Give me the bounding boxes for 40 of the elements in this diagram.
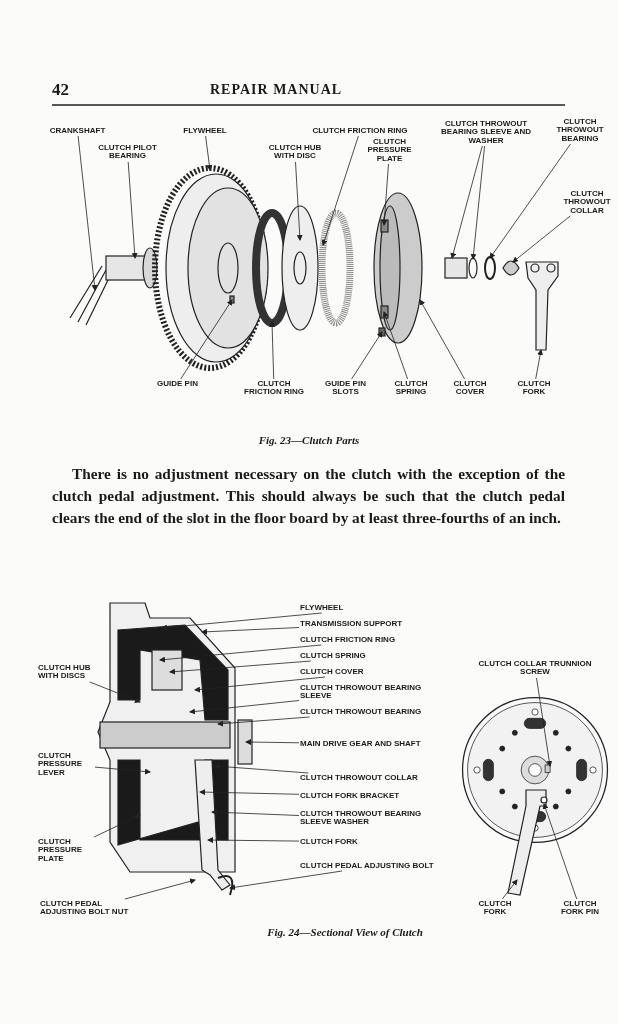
part-label: CLUTCH FORK xyxy=(510,380,558,397)
part-label: CLUTCH THROWOUT BEARING xyxy=(550,118,610,144)
part-label: CLUTCH THROWOUT BEARING SLEEVE AND WASHER xyxy=(430,120,542,146)
part-label: CLUTCH FRICTION RING xyxy=(300,636,450,645)
part-label: TRANSMISSION SUPPORT xyxy=(300,620,450,629)
part-label: CRANKSHAFT xyxy=(40,127,115,136)
part-label: CLUTCH THROWOUT COLLAR xyxy=(300,774,450,783)
part-label: CLUTCH HUB WITH DISC xyxy=(262,144,328,161)
figure-caption: Fig. 23—Clutch Parts xyxy=(257,434,361,446)
part-label: CLUTCH HUB WITH DISCS xyxy=(38,664,94,681)
part-label: FLYWHEEL xyxy=(175,127,235,136)
part-label: CLUTCH THROWOUT BEARING SLEEVE xyxy=(300,684,450,701)
part-label: CLUTCH FORK xyxy=(300,838,450,847)
part-label: CLUTCH PEDAL ADJUSTING BOLT xyxy=(300,862,450,871)
part-label: CLUTCH COVER xyxy=(445,380,495,397)
body-paragraph: There is no adjustment necessary on the clutch with the exception of the clutch pedal adjustment. This should always be such that the clutch pedal clears the end of the slot in the floor board by at least three-fourths of an inch. xyxy=(52,464,565,529)
part-label: CLUTCH THROWOUT COLLAR xyxy=(562,190,612,216)
part-label: CLUTCH THROWOUT BEARING SLEEVE WASHER xyxy=(300,810,450,827)
part-label: CLUTCH SPRING xyxy=(300,652,450,661)
part-label: MAIN DRIVE GEAR AND SHAFT xyxy=(300,740,450,749)
figure-caption: Fig. 24—Sectional View of Clutch xyxy=(266,926,424,938)
part-label: CLUTCH PRESSURE PLATE xyxy=(38,838,94,864)
part-label: CLUTCH PEDAL ADJUSTING BOLT NUT xyxy=(40,900,140,917)
part-label: CLUTCH FORK PIN xyxy=(555,900,605,917)
part-label: CLUTCH THROWOUT BEARING xyxy=(300,708,450,717)
part-label: CLUTCH PRESSURE PLATE xyxy=(362,138,417,164)
part-label: CLUTCH FRICTION RING xyxy=(240,380,308,397)
part-label: CLUTCH COLLAR TRUNNION SCREW xyxy=(470,660,600,677)
part-label: CLUTCH PILOT BEARING xyxy=(85,144,170,161)
page-number: 42 xyxy=(52,80,69,100)
part-label: FLYWHEEL xyxy=(300,604,450,613)
part-label: CLUTCH COVER xyxy=(300,668,450,677)
running-header: REPAIR MANUAL xyxy=(210,82,343,98)
part-label: CLUTCH FORK xyxy=(470,900,520,917)
part-label: CLUTCH FRICTION RING xyxy=(300,127,420,136)
part-label: GUIDE PIN SLOTS xyxy=(318,380,373,397)
part-label: CLUTCH SPRING xyxy=(385,380,437,397)
part-label: CLUTCH FORK BRACKET xyxy=(300,792,450,801)
part-label: CLUTCH PRESSURE LEVER xyxy=(38,752,94,778)
part-label: GUIDE PIN xyxy=(150,380,205,389)
